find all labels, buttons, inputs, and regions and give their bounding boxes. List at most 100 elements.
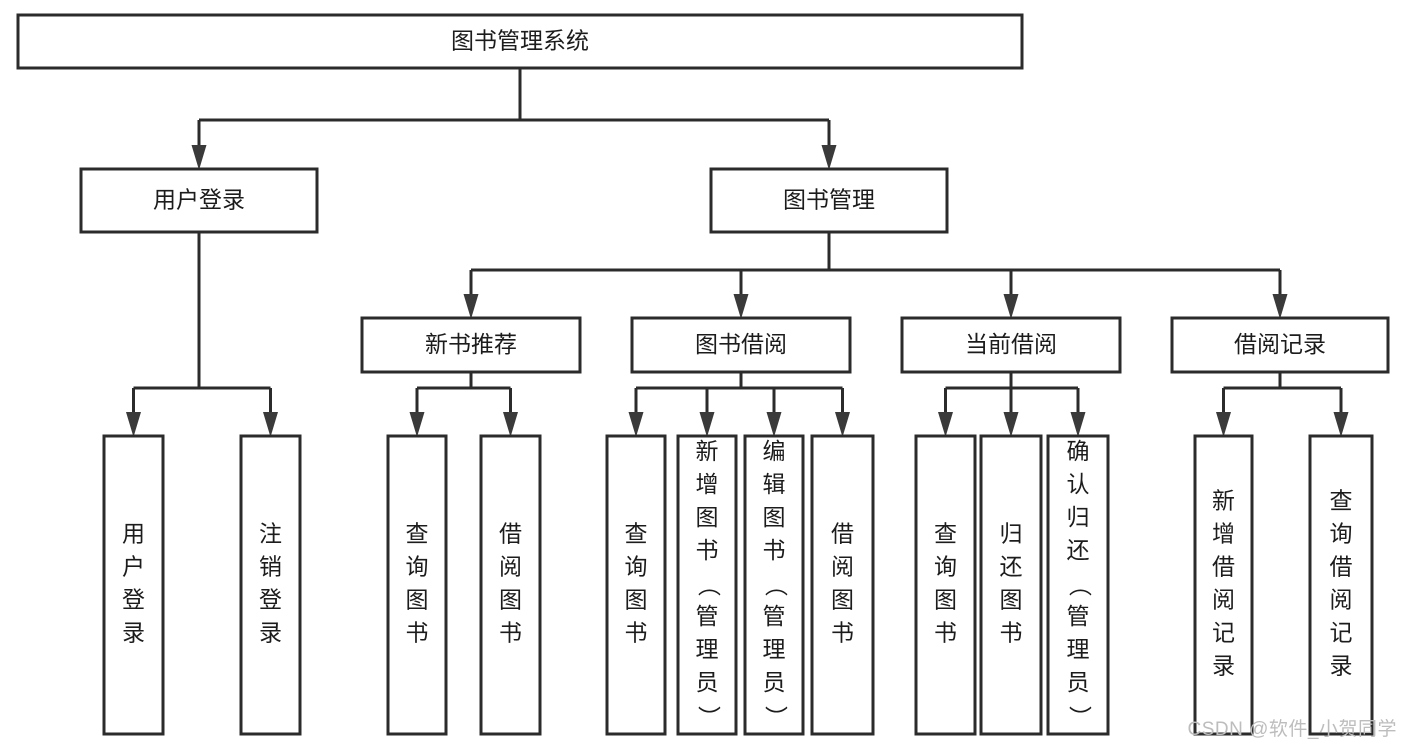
svg-text:理: 理 (763, 636, 786, 662)
svg-text:记: 记 (1330, 620, 1353, 646)
svg-text:）: ） (696, 706, 722, 729)
node-book-borrow[interactable]: 图书借阅 (630, 316, 852, 374)
connector-group-book-manage (463, 232, 1288, 319)
svg-text:借: 借 (1330, 554, 1353, 580)
node-box (79, 167, 319, 234)
node-box (630, 316, 852, 374)
arrow-head-icon (1003, 294, 1019, 319)
svg-text:增: 增 (1212, 521, 1235, 547)
svg-text:归: 归 (1067, 504, 1090, 530)
node-box (386, 434, 448, 736)
svg-text:图: 图 (696, 504, 719, 530)
svg-text:查: 查 (625, 521, 648, 547)
node-layer: 图书管理系统用户登录图书管理新书推荐图书借阅当前借阅借阅记录用户登录注销登录查询… (16, 13, 1390, 736)
svg-text:询: 询 (1330, 521, 1353, 547)
arrow-head-icon (1003, 412, 1019, 437)
svg-text:借: 借 (1212, 554, 1235, 580)
svg-text:（: （ (763, 574, 789, 597)
svg-text:书: 书 (934, 620, 957, 646)
connector-group-user-login (126, 232, 278, 437)
svg-text:登: 登 (259, 587, 282, 613)
node-new-book-rec[interactable]: 新书推荐 (360, 316, 582, 374)
arrow-head-icon (1070, 412, 1086, 437)
node-user-login[interactable]: 用户登录 (79, 167, 319, 234)
svg-text:（: （ (696, 574, 722, 597)
svg-text:图: 图 (499, 587, 522, 613)
node-box (709, 167, 949, 234)
node-box (1308, 434, 1374, 736)
node-borrow-record[interactable]: 借阅记录 (1170, 316, 1390, 374)
node-box (810, 434, 875, 736)
svg-text:管: 管 (696, 603, 719, 629)
arrow-head-icon (1216, 412, 1231, 437)
svg-text:）: ） (763, 706, 789, 729)
node-box (479, 434, 542, 736)
node-root[interactable]: 图书管理系统 (16, 13, 1024, 70)
svg-text:查: 查 (406, 521, 429, 547)
arrow-head-icon (628, 412, 644, 437)
svg-text:销: 销 (259, 554, 282, 580)
svg-text:图: 图 (763, 504, 786, 530)
arrow-head-icon (1333, 412, 1349, 437)
svg-text:用: 用 (122, 521, 145, 547)
node-box (1046, 434, 1110, 736)
svg-text:借: 借 (831, 521, 854, 547)
node-box (676, 434, 738, 736)
svg-text:）: ） (1067, 706, 1093, 729)
svg-text:图: 图 (406, 587, 429, 613)
svg-text:（: （ (1067, 574, 1093, 597)
svg-text:录: 录 (122, 620, 145, 646)
node-box (605, 434, 667, 736)
svg-text:管: 管 (763, 603, 786, 629)
node-current-borrow[interactable]: 当前借阅 (900, 316, 1122, 374)
node-box (914, 434, 977, 736)
svg-text:还: 还 (1067, 537, 1090, 563)
arrow-head-icon (503, 412, 518, 437)
arrow-head-icon (938, 412, 953, 437)
arrow-head-icon (766, 412, 782, 437)
connector-group-borrow-record (1216, 372, 1349, 437)
connector-group-root (191, 68, 837, 170)
svg-text:确: 确 (1067, 438, 1090, 464)
node-label: 用户登录 (122, 521, 145, 646)
svg-text:书: 书 (1000, 620, 1023, 646)
svg-text:询: 询 (406, 554, 429, 580)
svg-text:阅: 阅 (1212, 587, 1235, 613)
svg-text:新: 新 (1212, 488, 1235, 514)
svg-text:新: 新 (696, 438, 719, 464)
node-box (16, 13, 1024, 70)
svg-text:图: 图 (1000, 587, 1023, 613)
arrow-head-icon (463, 294, 479, 319)
svg-text:书: 书 (499, 620, 522, 646)
node-label: 图书借阅 (695, 331, 787, 357)
node-book-manage[interactable]: 图书管理 (709, 167, 949, 234)
node-label: 图书管理系统 (451, 28, 589, 54)
svg-text:查: 查 (934, 521, 957, 547)
node-box (1170, 316, 1390, 374)
node-leaf-user-login[interactable]: 用户登录 (102, 434, 165, 736)
svg-text:录: 录 (259, 620, 282, 646)
svg-text:管: 管 (1067, 603, 1090, 629)
